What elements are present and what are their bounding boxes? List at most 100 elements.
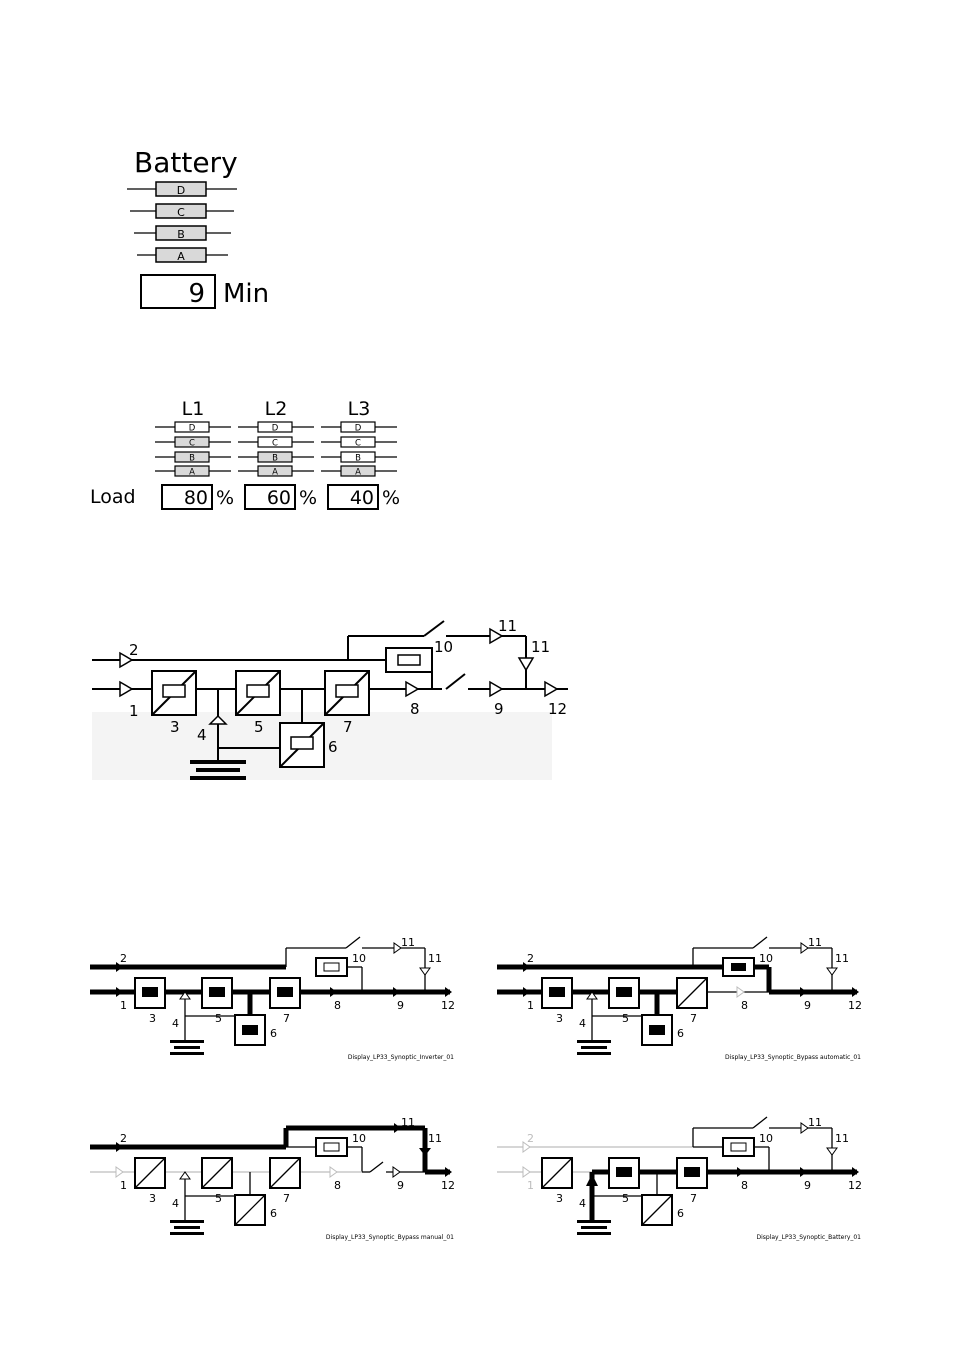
- svg-text:C: C: [272, 439, 278, 449]
- svg-text:2: 2: [120, 1132, 127, 1145]
- svg-text:B: B: [177, 228, 185, 241]
- svg-text:8: 8: [410, 700, 420, 718]
- load-widget: Load L1 D C B A 80 % L2 D: [90, 398, 400, 510]
- svg-text:B: B: [272, 454, 278, 464]
- svg-text:6: 6: [677, 1027, 684, 1040]
- battery-minutes-value: 9: [188, 279, 205, 309]
- svg-text:%: %: [216, 487, 234, 509]
- svg-text:1: 1: [527, 1179, 534, 1192]
- svg-text:C: C: [177, 206, 185, 219]
- svg-text:11: 11: [401, 1116, 415, 1129]
- load-value-l1: 80: [184, 487, 208, 509]
- svg-text:1: 1: [120, 999, 127, 1012]
- svg-text:B: B: [189, 454, 195, 464]
- svg-text:2: 2: [120, 952, 127, 965]
- battery-widget: Battery D C B A 9 Min: [127, 146, 269, 309]
- svg-text:5: 5: [215, 1192, 222, 1205]
- battery-minutes-box: [140, 274, 216, 309]
- battery-minutes-unit: Min: [223, 279, 269, 309]
- load-label: Load: [90, 486, 136, 508]
- svg-text:2: 2: [527, 1132, 534, 1145]
- svg-text:11: 11: [401, 936, 415, 949]
- svg-text:12: 12: [848, 1179, 862, 1192]
- svg-text:D: D: [189, 424, 196, 434]
- svg-text:1: 1: [129, 702, 139, 720]
- svg-text:3: 3: [556, 1012, 563, 1025]
- svg-text:6: 6: [270, 1207, 277, 1220]
- svg-text:D: D: [272, 424, 279, 434]
- svg-text:10: 10: [352, 952, 366, 965]
- battery-title: Battery: [134, 146, 238, 179]
- svg-text:11: 11: [531, 638, 550, 656]
- battery-segment-c: C: [155, 203, 207, 219]
- svg-text:A: A: [272, 468, 278, 478]
- svg-text:3: 3: [170, 718, 180, 736]
- svg-text:6: 6: [270, 1027, 277, 1040]
- svg-text:10: 10: [352, 1132, 366, 1145]
- load-phase-l1: L1 D C B A 80 %: [155, 398, 234, 510]
- svg-text:10: 10: [434, 638, 453, 656]
- svg-text:2: 2: [527, 952, 534, 965]
- svg-text:8: 8: [741, 999, 748, 1012]
- svg-text:8: 8: [334, 1179, 341, 1192]
- svg-text:2: 2: [129, 641, 139, 659]
- load-phase-l3: L3 D C B A 40 %: [321, 398, 400, 510]
- svg-text:11: 11: [808, 1116, 822, 1129]
- svg-text:A: A: [189, 468, 195, 478]
- svg-text:9: 9: [804, 1179, 811, 1192]
- svg-text:%: %: [299, 487, 317, 509]
- svg-text:12: 12: [848, 999, 862, 1012]
- caption-bypass-manual: Display_LP33_Synoptic_Bypass manual_01: [326, 1234, 454, 1241]
- svg-text:9: 9: [397, 1179, 404, 1192]
- svg-text:5: 5: [215, 1012, 222, 1025]
- svg-text:10: 10: [759, 1132, 773, 1145]
- svg-text:C: C: [189, 439, 195, 449]
- battery-symbol: [190, 760, 246, 780]
- svg-text:7: 7: [690, 1012, 697, 1025]
- svg-text:4: 4: [172, 1197, 179, 1210]
- svg-text:6: 6: [328, 738, 338, 756]
- svg-text:A: A: [177, 250, 185, 263]
- svg-text:11: 11: [428, 1132, 442, 1145]
- svg-text:12: 12: [441, 999, 455, 1012]
- svg-text:11: 11: [498, 617, 517, 635]
- svg-text:4: 4: [172, 1017, 179, 1030]
- svg-text:4: 4: [579, 1197, 586, 1210]
- svg-text:12: 12: [548, 700, 567, 718]
- caption-battery: Display_LP33_Synoptic_Battery_01: [756, 1234, 861, 1241]
- svg-text:5: 5: [622, 1012, 629, 1025]
- svg-text:7: 7: [283, 1192, 290, 1205]
- svg-text:3: 3: [149, 1192, 156, 1205]
- svg-text:1: 1: [120, 1179, 127, 1192]
- load-value-l2: 60: [267, 487, 291, 509]
- synoptic-diagram: 2 1 3 4 5 6 7 8 9 10 11 11 12: [92, 617, 568, 780]
- svg-text:11: 11: [428, 952, 442, 965]
- svg-text:D: D: [177, 184, 185, 197]
- svg-text:1: 1: [527, 999, 534, 1012]
- svg-text:7: 7: [283, 1012, 290, 1025]
- caption-inverter: Display_LP33_Synoptic_Inverter_01: [348, 1054, 454, 1061]
- svg-text:B: B: [355, 454, 361, 464]
- svg-text:9: 9: [494, 700, 504, 718]
- svg-text:8: 8: [334, 999, 341, 1012]
- svg-text:4: 4: [579, 1017, 586, 1030]
- battery-segment-b: B: [155, 225, 207, 241]
- load-value-l3: 40: [350, 487, 374, 509]
- caption-bypass-automatic: Display_LP33_Synoptic_Bypass automatic_0…: [725, 1054, 861, 1061]
- svg-text:11: 11: [835, 1132, 849, 1145]
- svg-text:9: 9: [804, 999, 811, 1012]
- svg-text:10: 10: [759, 952, 773, 965]
- svg-text:9: 9: [397, 999, 404, 1012]
- svg-text:4: 4: [197, 726, 207, 744]
- svg-text:A: A: [355, 468, 361, 478]
- load-phase-l2: L2 D C B A 60 %: [238, 398, 317, 510]
- svg-text:3: 3: [556, 1192, 563, 1205]
- svg-text:7: 7: [343, 718, 353, 736]
- phase-name: L2: [265, 398, 288, 420]
- svg-text:11: 11: [808, 936, 822, 949]
- svg-text:5: 5: [622, 1192, 629, 1205]
